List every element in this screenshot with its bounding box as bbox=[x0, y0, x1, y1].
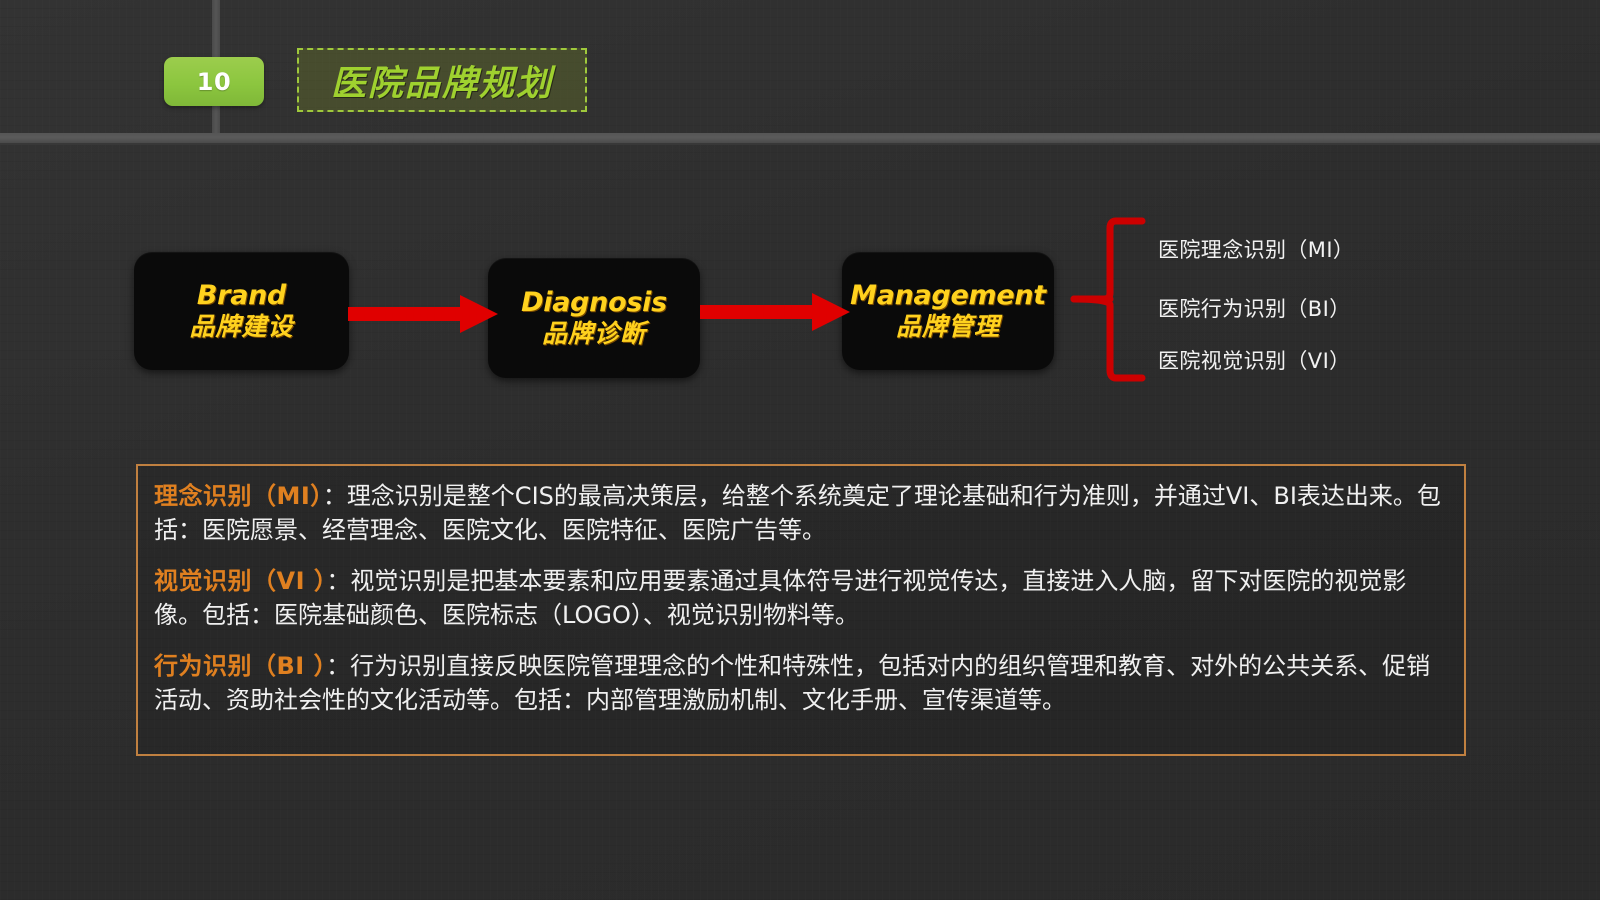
description-panel: 理念识别（MI）：理念识别是整个CIS的最高决策层，给整个系统奠定了理论基础和行… bbox=[136, 464, 1466, 756]
slide-title-box: 医院品牌规划 bbox=[297, 48, 587, 112]
paragraph-bi-colon: ： bbox=[326, 652, 351, 681]
flow-step-brand[interactable]: Brand 品牌建设 bbox=[134, 252, 349, 370]
arrow-right-icon-1 bbox=[348, 295, 498, 333]
flow-step-diagnosis-cn: 品牌诊断 bbox=[541, 318, 646, 348]
flow-step-management-en: Management bbox=[850, 279, 1046, 311]
brace-label-bi: 医院行为识别（BI） bbox=[1158, 297, 1351, 321]
paragraph-bi-heading: 行为识别（BI ） bbox=[154, 652, 327, 681]
paragraph-mi-colon: ： bbox=[322, 482, 347, 510]
paragraph-mi-body: 理念识别是整个CIS的最高决策层，给整个系统奠定了理论基础和行为准则，并通过VI… bbox=[154, 482, 1441, 544]
flow-step-management[interactable]: Management 品牌管理 bbox=[842, 252, 1054, 370]
page-number-chip: 10 bbox=[164, 57, 264, 106]
paragraph-mi: 理念识别（MI）：理念识别是整个CIS的最高决策层，给整个系统奠定了理论基础和行… bbox=[154, 480, 1446, 547]
page-title: 医院品牌规划 bbox=[330, 63, 553, 104]
brace-label-mi: 医院理念识别（MI） bbox=[1158, 238, 1355, 262]
flow-step-management-cn: 品牌管理 bbox=[895, 311, 1000, 341]
brace-connector-icon bbox=[1070, 217, 1146, 382]
header-frame-horizontal-line bbox=[0, 133, 1600, 145]
paragraph-vi-colon: ： bbox=[326, 567, 351, 596]
paragraph-vi-body: 视觉识别是把基本要素和应用要素通过具体符号进行视觉传达，直接进入人脑，留下对医院… bbox=[154, 567, 1407, 629]
paragraph-bi-body: 行为识别直接反映医院管理理念的个性和特殊性，包括对内的组织管理和教育、对外的公共… bbox=[154, 652, 1431, 714]
page-number-label: 10 bbox=[196, 67, 232, 96]
arrow-right-icon-2 bbox=[700, 293, 850, 331]
flow-step-brand-cn: 品牌建设 bbox=[189, 311, 294, 341]
flow-step-brand-en: Brand bbox=[196, 279, 287, 311]
paragraph-vi: 视觉识别（VI ）：视觉识别是把基本要素和应用要素通过具体符号进行视觉传达，直接… bbox=[154, 565, 1446, 632]
paragraph-vi-heading: 视觉识别（VI ） bbox=[154, 567, 327, 596]
flow-step-diagnosis[interactable]: Diagnosis 品牌诊断 bbox=[488, 258, 700, 378]
paragraph-bi: 行为识别（BI ）：行为识别直接反映医院管理理念的个性和特殊性，包括对内的组织管… bbox=[154, 650, 1446, 717]
flow-step-diagnosis-en: Diagnosis bbox=[521, 286, 667, 318]
paragraph-mi-heading: 理念识别（MI） bbox=[154, 482, 323, 510]
brace-label-vi: 医院视觉识别（VI） bbox=[1158, 349, 1351, 373]
